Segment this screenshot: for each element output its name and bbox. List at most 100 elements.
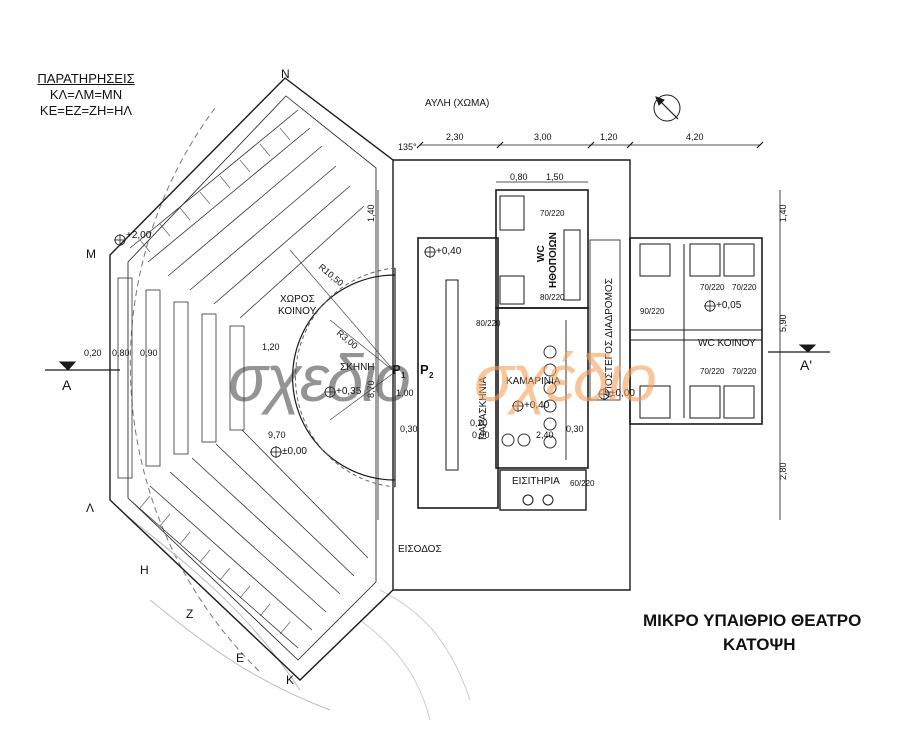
- public-wc-stall: [723, 385, 755, 419]
- dim-stage-1: 1,20: [262, 342, 280, 352]
- dim-dressing-4: 0,30: [400, 424, 418, 434]
- drawing-subtitle: ΚΑΤΟΨΗ: [723, 635, 796, 654]
- notes-block: ΠΑΡΑΤΗΡΗΣΕΙΣ ΚΛ=ΛΜ=ΜΝ ΚΕ=ΕΖ=ΖΗ=ΗΛ: [22, 72, 150, 117]
- radius-line: [329, 371, 396, 421]
- dim-right-3: 2,80: [778, 462, 788, 480]
- label-actors-wc-1: WC: [536, 245, 547, 262]
- ticket-stool: [542, 494, 554, 506]
- seat-dividers: [139, 127, 291, 635]
- ticket-stool: [522, 494, 534, 506]
- actors-wc-counter: [563, 229, 581, 301]
- label-p2: P: [420, 362, 429, 377]
- level-markers: [114, 234, 716, 458]
- door-tag-5: 70/220: [700, 283, 725, 292]
- drawing-title: ΜΙΚΡΟ ΥΠΑΙΘΡΙΟ ΘΕΑΤΡΟ: [643, 611, 862, 630]
- public-wc-stall: [689, 385, 721, 419]
- dim-ticks-top: [416, 141, 764, 149]
- label-public-wc: WC ΚΟΙΝΟΥ: [698, 338, 756, 349]
- door-tag-4: 60/220: [570, 479, 595, 488]
- door-tag-7: 70/220: [700, 367, 725, 376]
- actors-wc-stall-2: [499, 275, 525, 305]
- dim-stage-3: 9,70: [268, 430, 286, 440]
- seating-rows-upper: [129, 109, 365, 319]
- dim-dressing-1: 2,40: [536, 430, 554, 440]
- label-stage: ΣΚΗΝΗ: [340, 362, 375, 373]
- label-tickets: ΕΙΣΙΤΗΡΙΑ: [512, 476, 560, 487]
- site-boundary-arc: [129, 107, 261, 673]
- watermark-gray: σχεδιο: [228, 341, 411, 415]
- level-public-wc: +0,05: [716, 300, 742, 311]
- dim-top-4: 4,20: [686, 132, 704, 142]
- dim-angle: 135°: [398, 142, 417, 152]
- level-stage: +0,35: [336, 386, 362, 397]
- door-tag-1: 70/220: [540, 209, 565, 218]
- label-covered-corridor: ΥΠΟΣΤΕΓΟΣ ΔΙΑΔΡΟΜΟΣ: [604, 278, 615, 400]
- dim-dressing-2: 0,30: [566, 424, 584, 434]
- level-dressing: +0,40: [524, 400, 550, 411]
- dressing-stools: [501, 320, 567, 460]
- door-tag-6: 70/220: [732, 283, 757, 292]
- point-k: Κ: [286, 673, 294, 687]
- terrain-contour: [379, 589, 471, 701]
- label-section-a-prime: Α': [800, 357, 812, 373]
- backstage-corridor: [445, 279, 459, 471]
- dim-left-1: 1,40: [366, 204, 376, 222]
- notes-heading: ΠΑΡΑΤΗΡΗΣΕΙΣ: [37, 71, 135, 86]
- north-arrow-circle: [653, 94, 681, 122]
- seating-rows-middle: [117, 277, 245, 479]
- terrain-contour: [149, 599, 331, 711]
- label-p2-sub: 2: [429, 371, 434, 380]
- radius-line: [289, 249, 396, 373]
- dim-right-1: 1,40: [778, 204, 788, 222]
- notes-line-2: ΚΕ=ΕΖ=ΖΗ=ΗΛ: [39, 103, 133, 118]
- dim-left-2: 8,70: [366, 380, 376, 398]
- section-arrow-a-prime: [798, 344, 817, 353]
- point-n: Ν: [281, 67, 290, 81]
- dressing-block: [495, 307, 589, 469]
- public-wc-stall: [639, 385, 671, 419]
- label-backstage: ΠΑΡΑΣΚΗΝΙΑ: [478, 376, 489, 440]
- point-l: Λ: [86, 501, 94, 515]
- level-corridor: ±0,00: [610, 388, 635, 399]
- dim-seat-1: 0,20: [84, 348, 102, 358]
- point-m: Μ: [86, 247, 96, 261]
- public-wc-stall: [639, 243, 671, 277]
- level-seating: +2,00: [126, 230, 152, 241]
- door-tag-3: 90/220: [640, 307, 665, 316]
- seating-outline-inner: [127, 95, 377, 661]
- label-entrance: ΕΙΣΟΔΟΣ: [398, 544, 442, 555]
- door-tag-2: 80/220: [540, 293, 565, 302]
- dim-actors-wc-1: 0,80: [510, 172, 528, 182]
- point-e: Ε: [236, 651, 244, 665]
- dim-top-1: 2,30: [446, 132, 464, 142]
- dim-seat-3: 0,90: [140, 348, 158, 358]
- public-wc-stall: [723, 243, 755, 277]
- stage-arc: [291, 274, 396, 481]
- north-arrow-head: [655, 96, 665, 106]
- radius-line: [329, 319, 396, 373]
- point-z: Ζ: [186, 607, 193, 621]
- seating-rows-lower: [129, 429, 369, 649]
- point-h: Η: [140, 563, 149, 577]
- dim-stage-2: 1,00: [396, 388, 414, 398]
- terrain-contour: [359, 619, 431, 721]
- dim-radius-large: R10,50: [317, 262, 346, 288]
- watermark-orange: σχέδιο: [474, 341, 657, 415]
- public-wc-stall: [689, 243, 721, 277]
- label-dressing-rooms: ΚΑΜΑΡΙΝΙΑ: [506, 376, 561, 387]
- terrain-contour: [119, 509, 301, 691]
- dim-dressing-5: 0,20: [470, 418, 488, 428]
- level-orchestra: ±0,00: [282, 446, 307, 457]
- label-courtyard: ΑΥΛΗ (ΧΩΜΑ): [425, 98, 489, 109]
- label-section-a: Α: [62, 377, 72, 393]
- label-p1-sub: 1: [401, 371, 406, 380]
- notes-line-1: ΚΛ=ΛΜ=ΜΝ: [49, 87, 123, 102]
- dim-seat-2: 0,80: [112, 348, 130, 358]
- actors-wc-stall-1: [499, 195, 525, 231]
- public-wc-block: [629, 237, 763, 425]
- label-public-space-2: ΚΟΙΝΟΥ: [278, 306, 317, 317]
- door-tag-8: 70/220: [732, 367, 757, 376]
- dim-right-2: 5,90: [778, 314, 788, 332]
- dim-top-2: 3,00: [534, 132, 552, 142]
